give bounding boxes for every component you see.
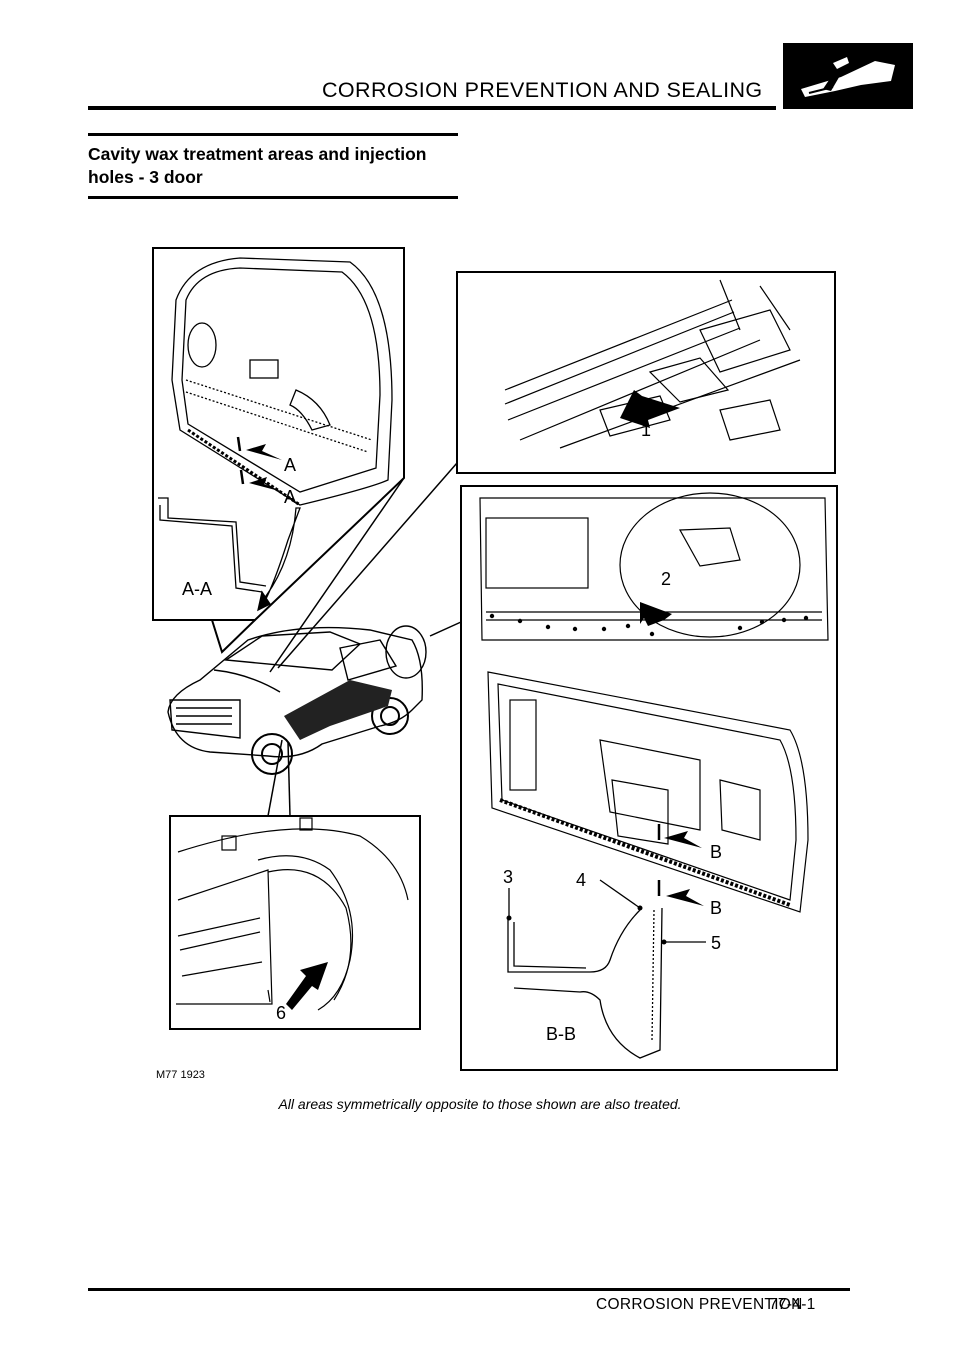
label-callout-1: 1 [641,420,651,440]
page-header-title: CORROSION PREVENTION AND SEALING [322,78,763,102]
section-title: Cavity wax treatment areas and injection… [88,144,427,187]
figure-reference: M77 1923 [156,1069,205,1081]
label-callout-6: 6 [276,1003,286,1023]
label-section-b-lower: B [710,898,722,918]
section-a-mark-lower [239,469,245,485]
label-callout-2: 2 [661,569,671,589]
header-rule [88,106,776,110]
leader-callout-6 [267,989,271,1003]
label-callout-5: 5 [711,933,721,953]
logo-emblem-icon [801,57,895,97]
footer-rule [88,1288,850,1291]
wheel-arch-6-drawing [176,817,409,1011]
leader-line-sill-b [269,477,405,673]
leader-line-sill [277,462,458,669]
vehicle-dark-body [284,680,392,740]
panel-door-section-b [460,485,838,1071]
label-section-b-upper: B [710,842,722,862]
section-a-arrow-lower [249,477,283,492]
arrow-injection-2 [640,602,672,626]
arrow-injection-6 [286,962,328,1010]
leader-line-arch-left [267,739,283,817]
door-skin-holes [489,613,809,637]
panel-wheel-arch-6 [169,815,421,1030]
label-section-a-upper: A [284,455,296,475]
section-a-profile [158,497,301,612]
door-inner-drawing [487,671,809,913]
section-b-profile [507,907,663,1059]
label-callout-3: 3 [503,867,513,887]
section-b-arrow-upper [664,831,702,848]
label-section-a-lower: A [284,487,296,507]
section-b-arrow-lower [666,889,704,906]
section-rule-top [88,133,458,136]
section-a-arrow-upper [246,444,282,460]
panel-door-section-a [152,247,405,621]
sill-1-drawing [504,279,801,449]
figure-caption: All areas symmetrically opposite to thos… [278,1096,682,1112]
arrow-injection-1 [620,390,680,428]
footer-page-number: 77-4-1 [769,1296,816,1313]
leader-line-door [429,621,462,637]
footer-section-name: CORROSION PREVENTION [596,1296,803,1313]
pointer-door-a [211,619,256,654]
panel-sill-1 [456,271,836,474]
label-callout-4: 4 [576,870,586,890]
leader-callout-4 [599,879,641,909]
door-a-drawing [171,257,393,507]
manual-logo [783,43,913,109]
label-section-a-view: A-A [182,579,212,599]
vehicle-drawing [167,625,427,758]
leader-line-arch-right [287,741,291,817]
section-a-mark-upper [236,436,242,452]
section-rule-bottom [88,196,458,199]
label-section-b-view: B-B [546,1024,576,1044]
